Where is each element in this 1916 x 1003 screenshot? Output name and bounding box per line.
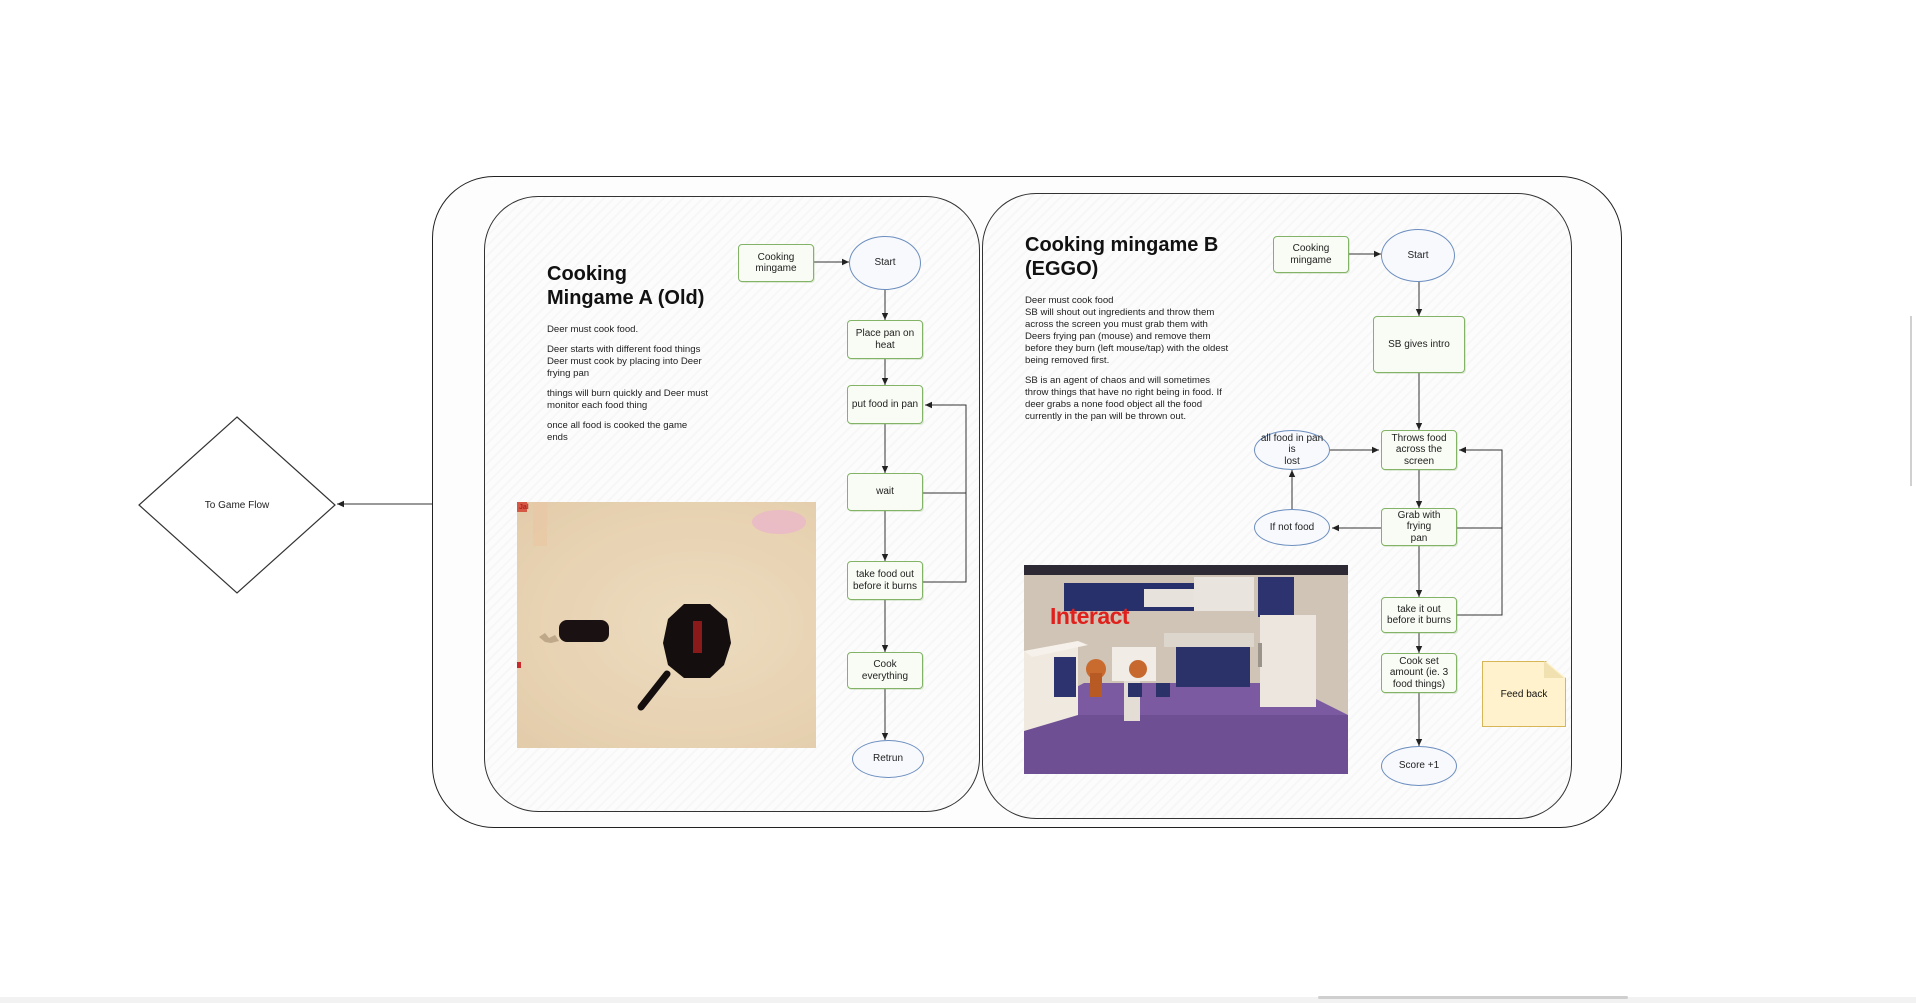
node-a-start[interactable]: Start — [849, 236, 921, 290]
minigame-a-title: Cooking Mingame A (Old) — [547, 263, 705, 309]
node-b-grab[interactable]: Grab with frying pan — [1381, 508, 1457, 546]
minigame-b-title: Cooking mingame B (EGGO) — [1025, 234, 1219, 280]
game-flow-decision[interactable]: To Game Flow — [138, 416, 336, 594]
edge-b-loop-back — [1457, 446, 1503, 616]
node-b-not-food[interactable]: If not food — [1254, 509, 1330, 546]
node-a-place-pan[interactable]: Place pan on heat — [847, 320, 923, 359]
minigame-a-description: Deer must cook food. Deer starts with di… — [547, 324, 747, 452]
minigame-a-ui-text: Jal — [519, 504, 529, 511]
minigame-b-desc-line: Deer must cook food SB will shout out in… — [1025, 295, 1229, 366]
node-a-entry[interactable]: Cooking mingame — [738, 244, 814, 282]
minigame-a-desc-line: things will burn quickly and Deer must m… — [547, 388, 709, 411]
minigame-b-scene — [1024, 565, 1348, 774]
node-b-score[interactable]: Score +1 — [1381, 746, 1457, 786]
minigame-b-desc-line: SB is an agent of chaos and will sometim… — [1025, 375, 1222, 422]
bottom-toolbar — [0, 997, 1916, 1003]
node-b-sb-intro[interactable]: SB gives intro — [1373, 316, 1465, 373]
node-a-wait[interactable]: wait — [847, 473, 923, 511]
node-b-start[interactable]: Start — [1381, 229, 1455, 282]
node-b-entry[interactable]: Cooking mingame — [1273, 236, 1349, 273]
node-a-cook-everything[interactable]: Cook everything — [847, 652, 923, 689]
interact-overlay-text: Interact — [1050, 603, 1130, 629]
vertical-scrollbar[interactable] — [1910, 316, 1912, 486]
node-a-return[interactable]: Retrun — [852, 740, 924, 778]
minigame-b-screenshot: Interact — [1024, 565, 1348, 774]
game-flow-label: To Game Flow — [204, 499, 270, 511]
minigame-a-scene — [517, 502, 816, 748]
minigame-a-desc-line: once all food is cooked the game ends — [547, 420, 688, 443]
horizontal-scrollbar[interactable] — [1318, 996, 1628, 999]
node-a-put-food[interactable]: put food in pan — [847, 385, 923, 424]
minigame-a-desc-line: Deer must cook food. — [547, 324, 639, 335]
minigame-a-screenshot: Jal — [517, 502, 816, 748]
node-a-take-out[interactable]: take food out before it burns — [847, 561, 923, 600]
node-b-take-out[interactable]: take it out before it burns — [1381, 597, 1457, 633]
minigame-a-desc-line: Deer starts with different food things D… — [547, 344, 702, 379]
node-b-throws-food[interactable]: Throws food across the screen — [1381, 430, 1457, 470]
minigame-b-description: Deer must cook food SB will shout out in… — [1025, 295, 1255, 431]
node-b-cook-set[interactable]: Cook set amount (ie. 3 food things) — [1381, 653, 1457, 693]
diamond-shape — [138, 416, 336, 594]
node-b-food-lost[interactable]: all food in pan is lost — [1254, 430, 1330, 470]
